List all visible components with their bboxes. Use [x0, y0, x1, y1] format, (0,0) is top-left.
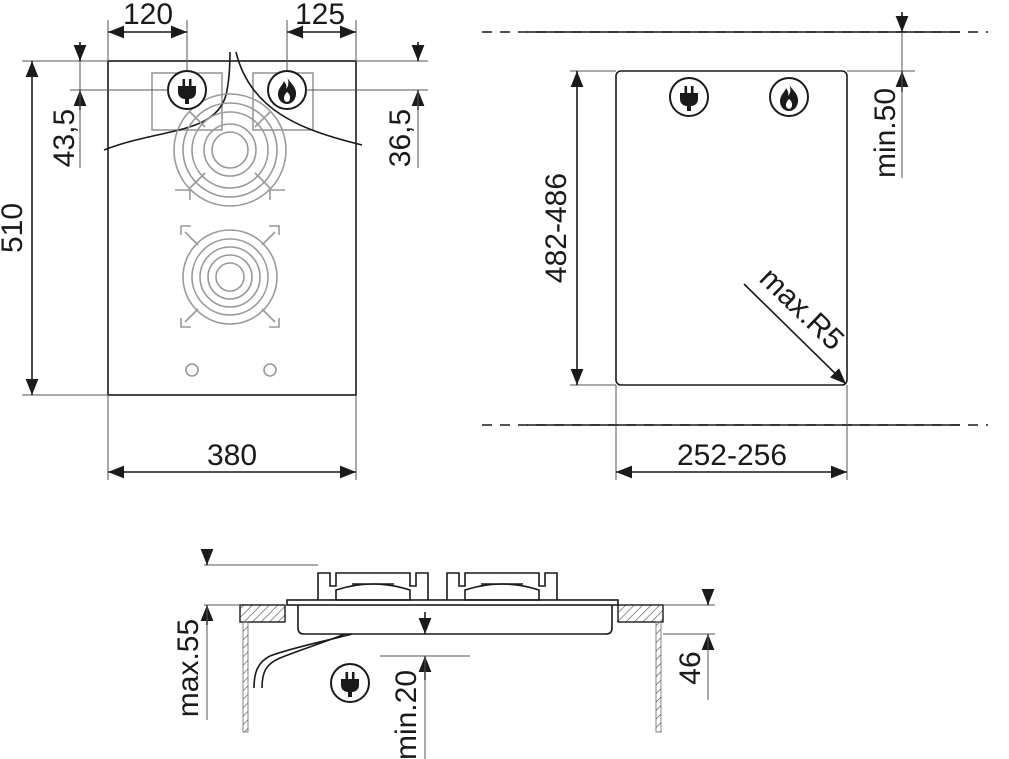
- hob-top-view: 380 510 120 125 43,5 36,5: [0, 0, 428, 480]
- cutout-outline: [615, 70, 848, 386]
- plug-icon: [167, 70, 207, 110]
- flame-icon: [267, 70, 307, 110]
- cutout-height-label: 482-486: [540, 173, 573, 283]
- left-drop-label: 43,5: [48, 109, 81, 167]
- burner-2: [180, 225, 280, 328]
- cutout-width-label: 252-256: [677, 439, 787, 472]
- knob-1: [185, 363, 199, 377]
- left-offset-label: 120: [123, 0, 173, 31]
- bottom-clearance-label: min.20: [390, 670, 423, 759]
- knob-2: [263, 363, 277, 377]
- cutout-view: 482-486 252-256 min.50 max.R5: [482, 12, 988, 480]
- worktop-depth-label: 46: [674, 651, 707, 684]
- flame-icon: [769, 77, 809, 117]
- right-offset-label: 125: [295, 0, 345, 31]
- section-view: max.55 min.20 46: [172, 549, 715, 759]
- worktop-left: [239, 604, 286, 623]
- plug-icon: [669, 77, 709, 117]
- hob-height-label: 510: [0, 203, 29, 253]
- hob-width-label: 380: [207, 439, 257, 472]
- worktop-right: [617, 604, 664, 623]
- pan-supports: [317, 572, 558, 601]
- plug-icon: [330, 663, 370, 703]
- hob-outline: [107, 60, 357, 396]
- right-drop-label: 36,5: [384, 109, 417, 167]
- hob-body: [297, 605, 613, 635]
- clearance-label: min.50: [869, 88, 902, 178]
- burner-1: [173, 93, 287, 207]
- radius-label: max.R5: [753, 261, 850, 357]
- section-height-label: max.55: [172, 619, 205, 717]
